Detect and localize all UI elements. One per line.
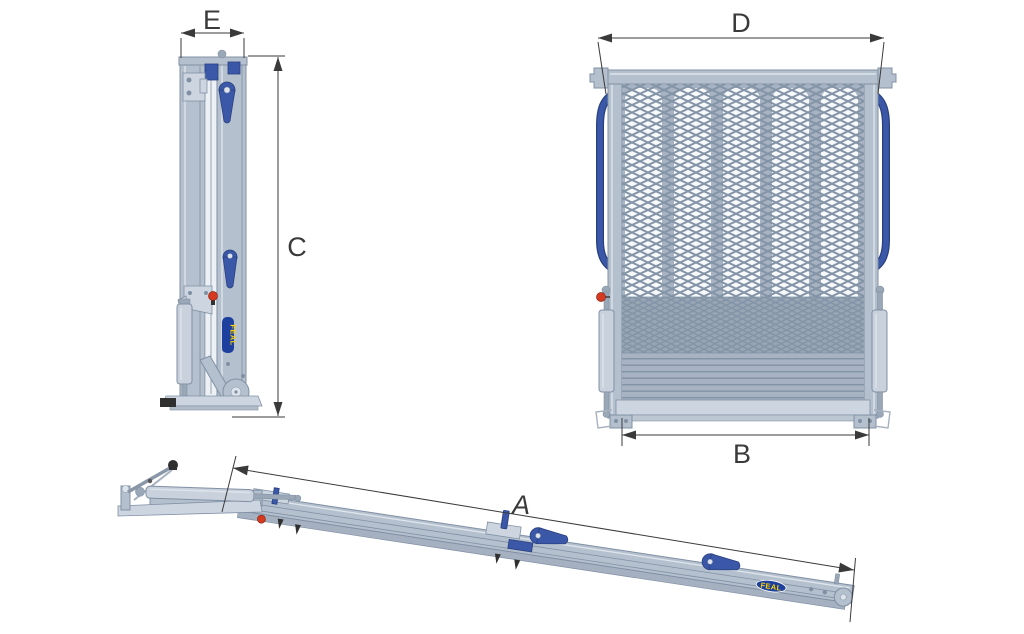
gas-strut-left bbox=[598, 285, 615, 418]
dimension-c: C bbox=[232, 55, 307, 418]
tip-pin bbox=[833, 573, 841, 585]
brand-badge-text: FEAL bbox=[760, 581, 782, 593]
front-view: D B bbox=[589, 8, 897, 469]
latch bbox=[485, 510, 534, 570]
handle-grip-icon bbox=[218, 81, 236, 124]
hinge-assembly bbox=[117, 460, 302, 517]
foot-right bbox=[853, 409, 891, 429]
gas-strut-right bbox=[871, 285, 888, 418]
handle-grip-icon bbox=[222, 249, 238, 289]
base-plate bbox=[160, 395, 263, 411]
extended-side-view: FEAL bbox=[117, 455, 856, 623]
dim-label-e: E bbox=[203, 5, 221, 35]
brand-badge: FEAL bbox=[222, 317, 238, 353]
dim-label-b: B bbox=[733, 439, 751, 469]
ramp-rails: FEAL bbox=[226, 487, 855, 610]
mounting-bracket bbox=[182, 72, 208, 102]
folded-side-view: FEAL E C bbox=[160, 5, 307, 418]
handle-grip-icon bbox=[701, 553, 741, 571]
release-knob bbox=[208, 291, 218, 305]
mounting-tab-right bbox=[877, 67, 897, 89]
dimension-a: A bbox=[221, 455, 856, 623]
bridge-plate bbox=[615, 399, 871, 422]
lock-lever-knob bbox=[168, 460, 178, 470]
dim-label-a: A bbox=[510, 490, 530, 520]
rolled-section bbox=[622, 297, 864, 353]
release-knob bbox=[596, 292, 610, 302]
dim-label-d: D bbox=[731, 8, 751, 38]
mesh-deck bbox=[622, 84, 864, 400]
dimension-e: E bbox=[180, 5, 245, 58]
ribbed-section bbox=[622, 353, 864, 400]
mounting-tab-left bbox=[589, 67, 609, 89]
dimension-d: D bbox=[597, 8, 885, 95]
brand-badge-text: FEAL bbox=[229, 324, 238, 345]
foot-pad bbox=[160, 398, 176, 407]
hinge-block bbox=[204, 63, 219, 81]
dimension-b: B bbox=[621, 418, 870, 469]
brand-badge: FEAL bbox=[755, 579, 787, 593]
hinge-block bbox=[227, 61, 241, 75]
gas-strut bbox=[176, 298, 193, 403]
handle-grip-icon bbox=[529, 527, 569, 545]
release-knob bbox=[257, 514, 266, 524]
foot-left bbox=[595, 409, 633, 429]
dim-label-c: C bbox=[287, 232, 307, 262]
